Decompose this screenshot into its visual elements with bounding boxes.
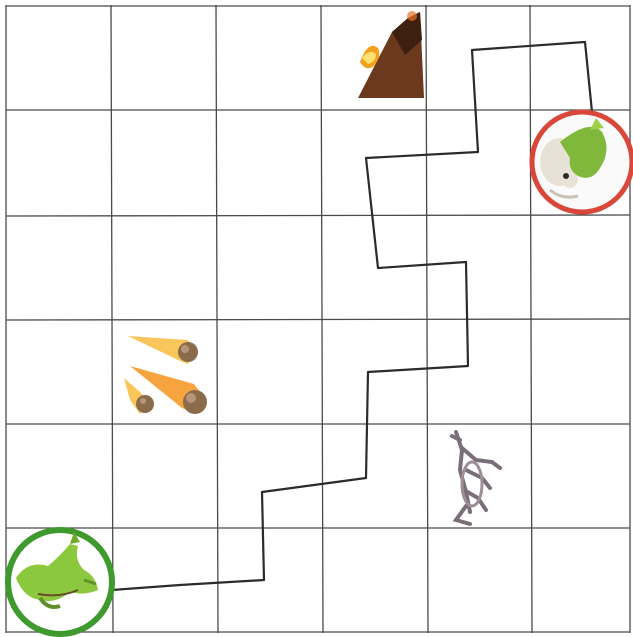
grid-line-v2 (216, 5, 218, 633)
goal-marker (532, 112, 632, 212)
grid-line-h3 (6, 319, 630, 320)
grid (6, 5, 630, 633)
volcano-icon (358, 11, 424, 98)
grid-line-v1 (111, 5, 113, 633)
grid-line-h2 (6, 215, 630, 216)
drawn-path (112, 42, 592, 590)
start-marker (8, 530, 112, 634)
meteors-icon (124, 336, 207, 414)
skeleton-dinosaur-icon (452, 432, 500, 524)
